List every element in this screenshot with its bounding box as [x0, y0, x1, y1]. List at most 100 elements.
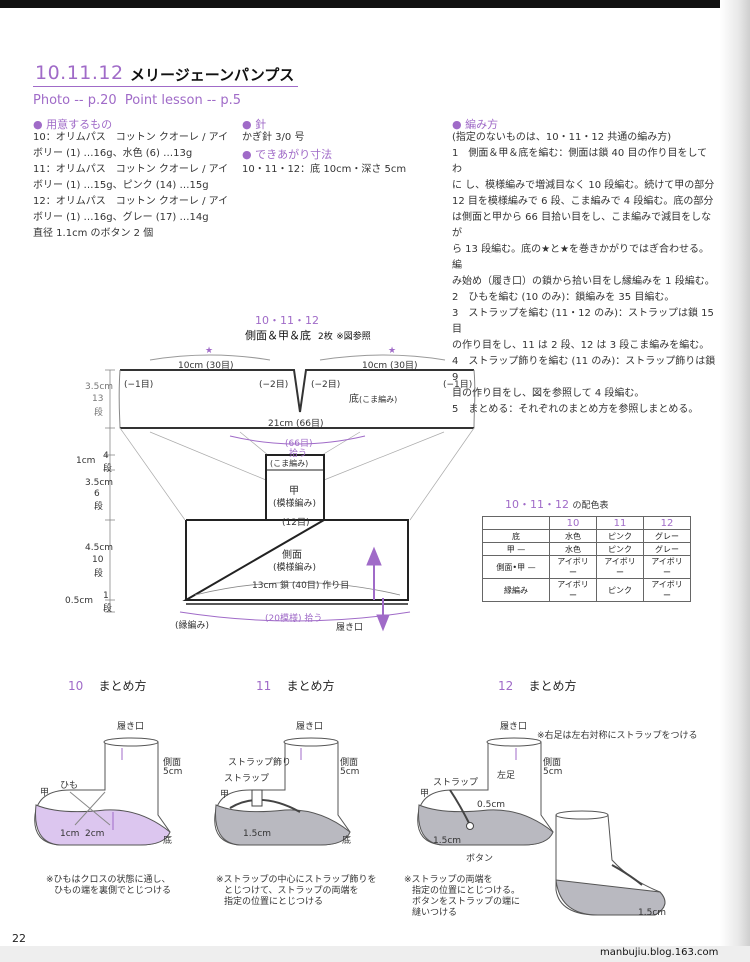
reference-line: Photo -- p.20 Point lesson -- p.5 [33, 93, 241, 108]
direction-arrow-up [366, 546, 382, 600]
materials-line: ボリー (1) …15g、ピンク (14) …15g [33, 180, 209, 191]
page-title: メリージェーンパンプス [130, 66, 295, 84]
table-row: 縁編み アイボリー ピンク アイボリー [482, 578, 691, 602]
top-right-width: 10cm (30目) [362, 361, 418, 371]
diagram-title-text: 側面＆甲＆底 [245, 329, 311, 342]
edge-pickup: (20模様) 拾う [265, 614, 323, 624]
a12-note3: ボタンをストラップの端に [412, 897, 521, 907]
book-spine-shadow [720, 0, 750, 962]
a12-side-cm: 5cm [543, 767, 563, 777]
a10-himo: ひも [60, 781, 79, 791]
method-line: み始め（履き口）の鎖から拾い目をし縁編みを 1 段編む。 [452, 276, 715, 287]
a10-cm2: 2cm [85, 829, 105, 839]
a12-instep: 甲 [420, 789, 430, 799]
instep-count: (12目) [282, 518, 310, 528]
materials-line: ボリー (1) …16g、グレー (17) …14g [33, 212, 209, 223]
side-box [182, 519, 409, 601]
method-line: 3 ストラップを編む (11・12 のみ)：ストラップは鎖 15 目 [452, 308, 714, 335]
a10-instep: 甲 [40, 788, 50, 798]
a12-cm15b: 1.5cm [638, 908, 667, 918]
method-line: 12 目を模様編みで 6 段、こま編みで 4 段編む。底の部分 [452, 196, 714, 207]
a12-strap: ストラップ [433, 778, 479, 788]
decrease-2-right: (−2目) [311, 380, 341, 390]
decrease-1-right: (−1目) [443, 380, 473, 390]
a10-cm1: 1cm [60, 829, 80, 839]
assembly-12-label: まとめ方 [528, 679, 577, 693]
height-2-rows: 4 [103, 451, 109, 461]
assembly-10-heading: 10 まとめ方 [68, 677, 147, 694]
instep-stitch: (模様編み) [273, 499, 317, 509]
a10-note2: ひもの端を裏側でとじつける [54, 886, 172, 896]
star-marks: ★ ★ [205, 346, 396, 356]
diagram-title: 側面＆甲＆底 2枚 ※図参照 [245, 327, 371, 343]
a12-cm05: 0.5cm [477, 800, 506, 810]
slipper-12 [417, 737, 554, 846]
slipper-11 [214, 737, 351, 846]
height-4-unit: 段 [94, 569, 104, 579]
diagram-count: 2枚 [318, 332, 333, 342]
height-5-rows: 1 [103, 591, 109, 601]
a11-instep: 甲 [220, 790, 230, 800]
method-line: ら 13 段編む。底の★と★を巻きかがりではぎ合わせる。編 [452, 244, 710, 271]
size-text: 10・11・12：底 10cm・深さ 5cm [242, 164, 407, 175]
height-3-unit: 段 [94, 502, 104, 512]
pattern-numbers: 10.11.12 [35, 62, 124, 84]
height-1: 3.5cm [85, 382, 114, 392]
sole-width: 21cm (66目) [268, 419, 324, 429]
method-list: (指定のないものは、10・11・12 共通の編み方) 1 側面＆甲＆底を編む：側… [452, 130, 717, 418]
sole-text: 底 [349, 394, 359, 405]
footer-bar [0, 946, 750, 962]
height-5-unit: 段 [103, 604, 113, 614]
assembly-12-num: 12 [498, 679, 514, 693]
needle-heading: 針 [242, 116, 266, 132]
table-cell: アイボリー [596, 555, 644, 579]
a11-note2: とじつけて、ストラップの両端を [224, 886, 359, 896]
method-line: (指定のないものは、10・11・12 共通の編み方) [452, 132, 672, 143]
assembly-11-num: 11 [256, 679, 272, 693]
a11-strap: ストラップ [224, 774, 270, 784]
page-number: 22 [12, 932, 26, 945]
method-line: 1 側面＆甲＆底を編む：側面は鎖 40 目の作り目をしてわ [452, 148, 708, 175]
materials-heading: 用意するもの [33, 116, 112, 132]
top-left-width: 10cm (30目) [178, 361, 234, 371]
pickup-curve [229, 435, 366, 445]
sole-shape [118, 354, 476, 429]
assembly-10-num: 10 [68, 679, 84, 693]
assembly-11-heading: 11 まとめ方 [256, 677, 335, 694]
a12-side: 側面 [543, 758, 562, 768]
a10-side-cm: 5cm [163, 767, 183, 777]
height-3-rows: 6 [94, 489, 100, 499]
svg-text:★: ★ [388, 346, 396, 356]
materials-line: 10：オリムパス コットン クオーレ / アイ [33, 132, 229, 143]
materials-line: 11：オリムパス コットン クオーレ / アイ [33, 164, 229, 175]
watermark-url: manbujiu.blog.163.com [600, 947, 719, 958]
a12-note-top: ※右足は左右対称にストラップをつける [537, 731, 698, 741]
height-4-rows: 10 [92, 555, 104, 565]
assembly-10-label: まとめ方 [98, 679, 147, 693]
a11-cm: 1.5cm [243, 829, 272, 839]
a10-side: 側面 [163, 758, 182, 768]
method-line: の作り目をし、11 は 2 段、12 は 3 段こま編みを編む。 [452, 340, 710, 351]
side-stitch: (模様編み) [273, 563, 317, 573]
direction-arrow-down [376, 598, 390, 632]
opening-label: 履き口 [336, 623, 364, 633]
a10-opening: 履き口 [117, 722, 145, 732]
height-3: 3.5cm [85, 478, 114, 488]
svg-text:★: ★ [205, 346, 213, 356]
instep-box [265, 454, 325, 521]
height-1-unit: 段 [94, 408, 104, 418]
assembly-11-label: まとめ方 [286, 679, 335, 693]
a12-button: ボタン [466, 854, 494, 864]
diagram-numbers: 10・11・12 [255, 314, 319, 327]
table-header-row: 10 11 12 [482, 516, 691, 530]
materials-line: 直径 1.1cm のボタン 2 個 [33, 228, 154, 239]
a11-strap-deco: ストラップ飾り [228, 758, 292, 768]
materials-line: 12：オリムパス コットン クオーレ / アイ [33, 196, 229, 207]
pickup-text: 拾う [289, 449, 308, 459]
diagram-ref: ※図参照 [336, 332, 371, 342]
method-heading: 編み方 [452, 116, 498, 132]
size-heading: できあがり寸法 [242, 146, 332, 162]
height-dimension [105, 369, 115, 613]
